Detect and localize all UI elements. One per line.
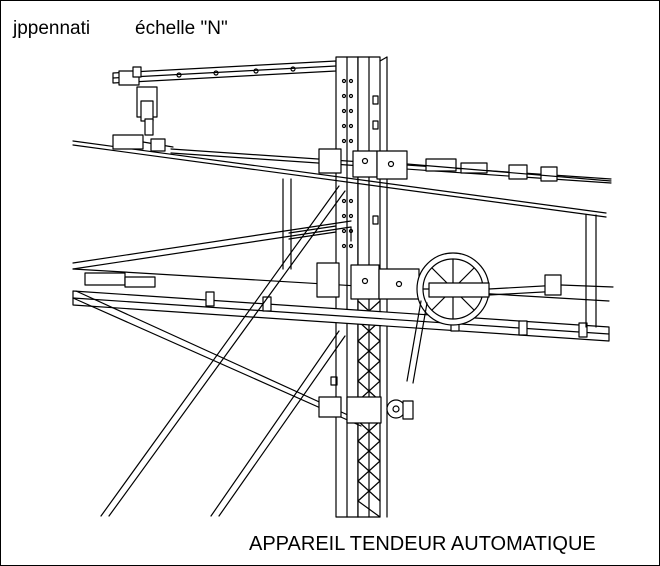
drawing-caption: APPAREIL TENDEUR AUTOMATIQUE (249, 533, 596, 555)
lower-mast-clamp (316, 262, 420, 300)
lower-mast-bracket (318, 376, 414, 424)
author-label: jppennati (13, 18, 91, 39)
lower-cantilever-beam (72, 178, 610, 342)
support-struts (72, 185, 362, 517)
tensioner-lever (406, 274, 614, 384)
upper-mast-clamp (318, 148, 408, 180)
upper-anchor-insulator (112, 134, 174, 152)
lower-anchor-insulator (84, 272, 156, 288)
scale-label: échelle "N" (135, 18, 228, 39)
upper-cantilever-beam (112, 60, 337, 136)
upper-tension-rod (406, 158, 612, 182)
